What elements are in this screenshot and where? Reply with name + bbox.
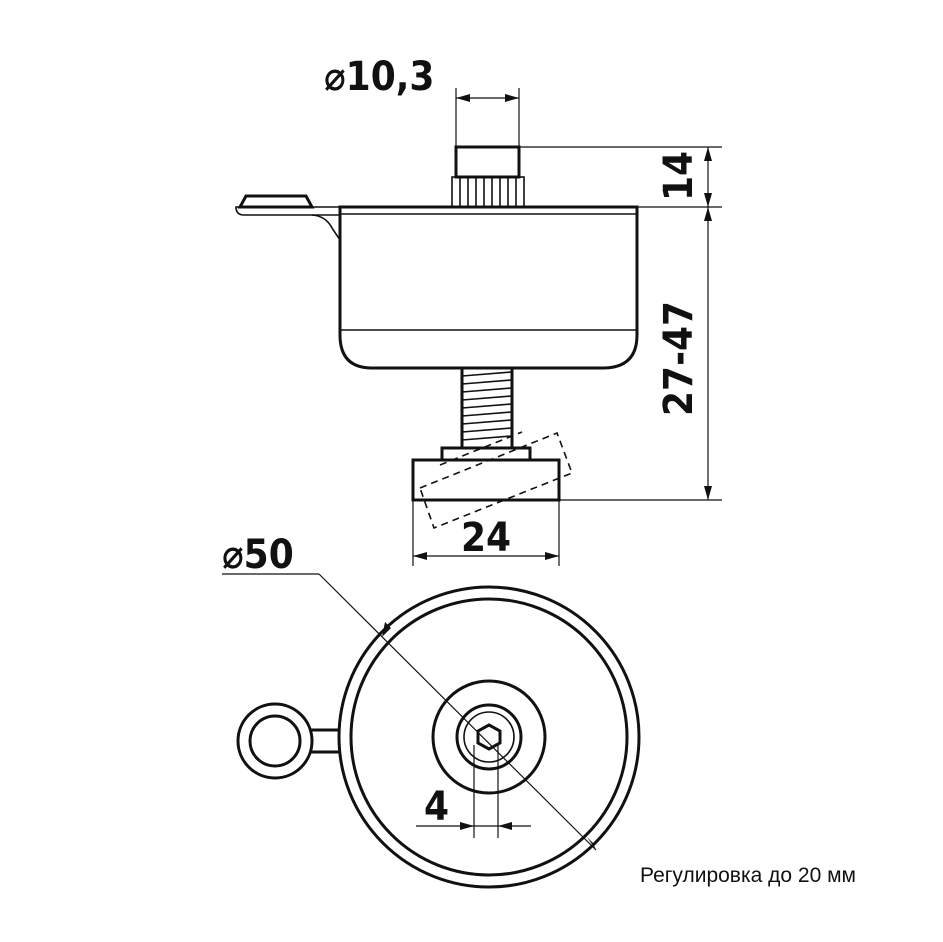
label-bolt-diameter: ⌀10,3 [324, 54, 434, 100]
dim-hex-size: 4 [416, 745, 531, 838]
body-housing [338, 205, 639, 370]
label-body-diameter: ⌀50 [222, 532, 294, 578]
dim-pad-width: 24 [412, 500, 560, 566]
label-pad-width: 24 [461, 515, 511, 561]
label-adjust-range: 27-47 [656, 301, 702, 416]
label-hex-size: 4 [424, 784, 449, 830]
body-circles [337, 585, 641, 889]
ring-ear [236, 702, 342, 780]
top-view: ⌀50 4 [222, 532, 641, 889]
dim-stem-height: 14 [519, 146, 722, 208]
adjustment-caption: Регулировка до 20 мм [640, 864, 856, 887]
side-view: ⌀10,3 14 27-47 24 [235, 54, 722, 566]
foot-pad [411, 431, 574, 530]
label-stem-height: 14 [656, 151, 702, 201]
top-stem [451, 145, 525, 208]
side-tab [235, 194, 341, 241]
threaded-screw [460, 366, 514, 450]
hex-socket-icon [476, 723, 502, 751]
dim-body-diameter: ⌀50 [222, 532, 597, 851]
dim-adjust-range: 27-47 [559, 207, 722, 501]
dim-bolt-diameter: ⌀10,3 [324, 54, 520, 147]
